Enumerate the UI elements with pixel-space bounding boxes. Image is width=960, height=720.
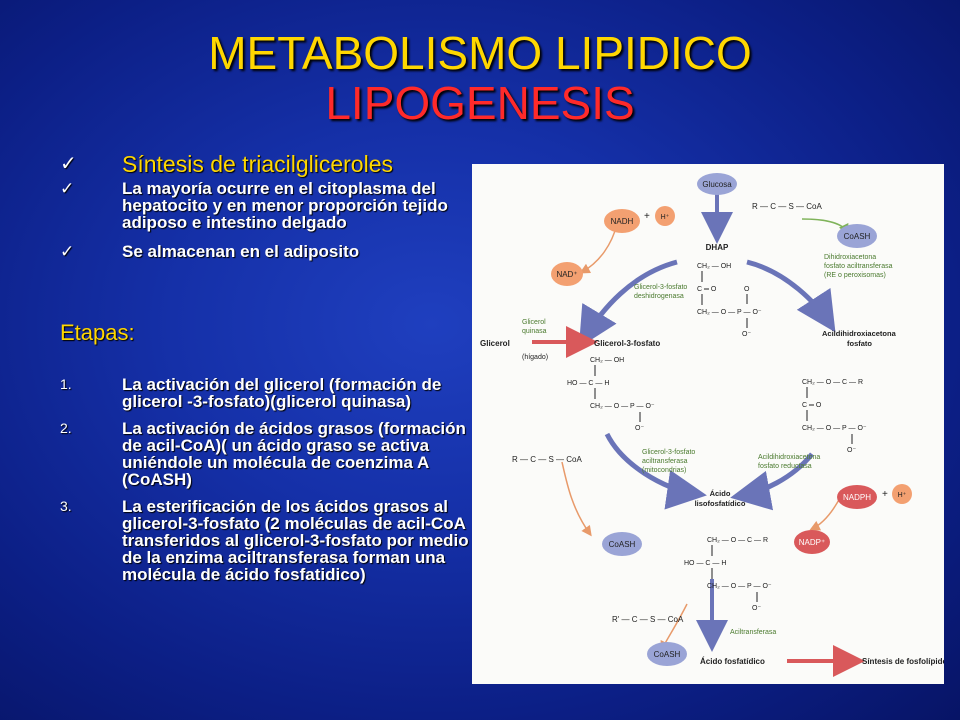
svg-text:CoASH: CoASH	[654, 650, 681, 659]
hplus-oval: H⁺	[655, 206, 675, 226]
diagram-svg: Glucosa NADH H⁺ + NAD⁺ CoASH CoASH NADPH…	[480, 173, 944, 677]
svg-text:CH₂ — O — P — O⁻: CH₂ — O — P — O⁻	[802, 425, 867, 432]
svg-text:H⁺: H⁺	[661, 214, 670, 221]
svg-text:HO — C — H: HO — C — H	[567, 380, 609, 387]
svg-text:H⁺: H⁺	[898, 492, 907, 499]
svg-text:(hígado): (hígado)	[522, 354, 548, 361]
g3p-label: Glicerol-3-fosfato	[594, 339, 660, 348]
check-icon: ✓	[60, 242, 75, 261]
nadplus-oval: NAD⁺	[551, 262, 583, 286]
check-icon: ✓	[60, 179, 75, 198]
bullet-item: ✓Se almacenan en el adiposito	[60, 242, 360, 261]
svg-text:+: +	[882, 489, 888, 500]
svg-text:NAD⁺: NAD⁺	[556, 270, 577, 279]
svg-text:C ═ O: C ═ O	[697, 286, 717, 293]
structure-acyl-dhap: CH₂ — O — C — R C ═ O CH₂ — O — P — O⁻ O…	[802, 379, 867, 454]
svg-text:NADH: NADH	[611, 217, 634, 226]
structure-g3p: CH₂ — OH HO — C — H CH₂ — O — P — O⁻ O⁻	[567, 357, 655, 432]
coash-oval-left: CoASH	[602, 532, 642, 556]
hplus-oval-2: H⁺	[892, 484, 912, 504]
acyl-coa-bottom: R' — C — S — CoA	[612, 615, 684, 624]
svg-text:CH₂ — O — P — O⁻: CH₂ — O — P — O⁻	[590, 403, 655, 410]
coash-oval-bottom: CoASH	[647, 642, 687, 666]
step-item: 3.La esterificación de los ácidos grasos…	[60, 497, 469, 584]
svg-text:NADPH: NADPH	[843, 493, 871, 502]
svg-text:O⁻: O⁻	[742, 331, 751, 338]
cycle-arrow	[578, 259, 678, 348]
fosfatidico-label: Ácido fosfatídico	[700, 657, 765, 666]
svg-text:Glucosa: Glucosa	[702, 180, 732, 189]
cycle-arrow	[604, 432, 707, 510]
svg-text:Aciltransferasa: Aciltransferasa	[730, 629, 776, 636]
svg-text:CH₂ — O — P — O⁻: CH₂ — O — P — O⁻	[707, 583, 772, 590]
bullet-list: ✓Síntesis de triacilgliceroles ✓La mayor…	[60, 152, 470, 272]
nadh-oval: NADH	[604, 209, 640, 233]
nadp-oval: NADP⁺	[794, 530, 830, 554]
svg-text:CH₂ — O — C — R: CH₂ — O — C — R	[802, 379, 863, 386]
cycle-arrow	[746, 259, 836, 333]
svg-text:O⁻: O⁻	[847, 447, 856, 454]
etapas-heading: Etapas:	[60, 320, 135, 345]
structure-lisofosfatidico: CH₂ — O — C — R HO — C — H CH₂ — O — P —…	[684, 537, 772, 612]
svg-text:O⁻: O⁻	[635, 425, 644, 432]
svg-text:C ═ O: C ═ O	[802, 402, 822, 409]
nadph-oval: NADPH	[837, 485, 877, 509]
coash-oval-top: CoASH	[837, 224, 877, 248]
svg-text:O⁻: O⁻	[752, 605, 761, 612]
structure-dhap: CH₂ — OH C ═ O CH₂ — O — P — O⁻ O O⁻	[697, 263, 762, 338]
glicerol-label: Glicerol	[480, 339, 510, 348]
svg-text:+: +	[644, 211, 650, 222]
slide-title: METABOLISMO LIPIDICO LIPOGENESIS	[0, 28, 960, 128]
glucosa-oval: Glucosa	[697, 173, 737, 195]
bullet-item: ✓Síntesis de triacilgliceroles	[60, 151, 394, 177]
svg-text:CH₂ — O — C — R: CH₂ — O — C — R	[707, 537, 768, 544]
bullet-item: ✓La mayoría ocurre en el citoplasma del …	[60, 179, 448, 232]
check-icon: ✓	[60, 153, 77, 175]
svg-text:CoASH: CoASH	[609, 540, 636, 549]
svg-text:CH₂ — O — P — O⁻: CH₂ — O — P — O⁻	[697, 309, 762, 316]
title-line-2: LIPOGENESIS	[325, 77, 635, 129]
lipogenesis-diagram: Glucosa NADH H⁺ + NAD⁺ CoASH CoASH NADPH…	[472, 164, 944, 684]
svg-text:CH₂ — OH: CH₂ — OH	[590, 357, 624, 364]
dhap-label: DHAP	[706, 243, 729, 252]
cycle-arrow	[730, 452, 814, 511]
acyl-coa-left: R — C — S — CoA	[512, 455, 582, 464]
steps-list: 1.La activación del glicerol (formación …	[60, 376, 470, 593]
svg-text:O: O	[744, 286, 750, 293]
step-item: 1.La activación del glicerol (formación …	[60, 375, 442, 411]
svg-text:NADP⁺: NADP⁺	[799, 538, 825, 547]
acyl-coa-top: R — C — S — CoA	[752, 202, 822, 211]
svg-text:HO — C — H: HO — C — H	[684, 560, 726, 567]
svg-text:CoASH: CoASH	[844, 232, 871, 241]
step-item: 2.La activación de ácidos grasos (formac…	[60, 419, 466, 489]
sintesis-label: Síntesis de fosfolípidos	[862, 657, 944, 666]
svg-text:CH₂ — OH: CH₂ — OH	[697, 263, 731, 270]
title-line-1: METABOLISMO LIPIDICO	[208, 27, 752, 79]
